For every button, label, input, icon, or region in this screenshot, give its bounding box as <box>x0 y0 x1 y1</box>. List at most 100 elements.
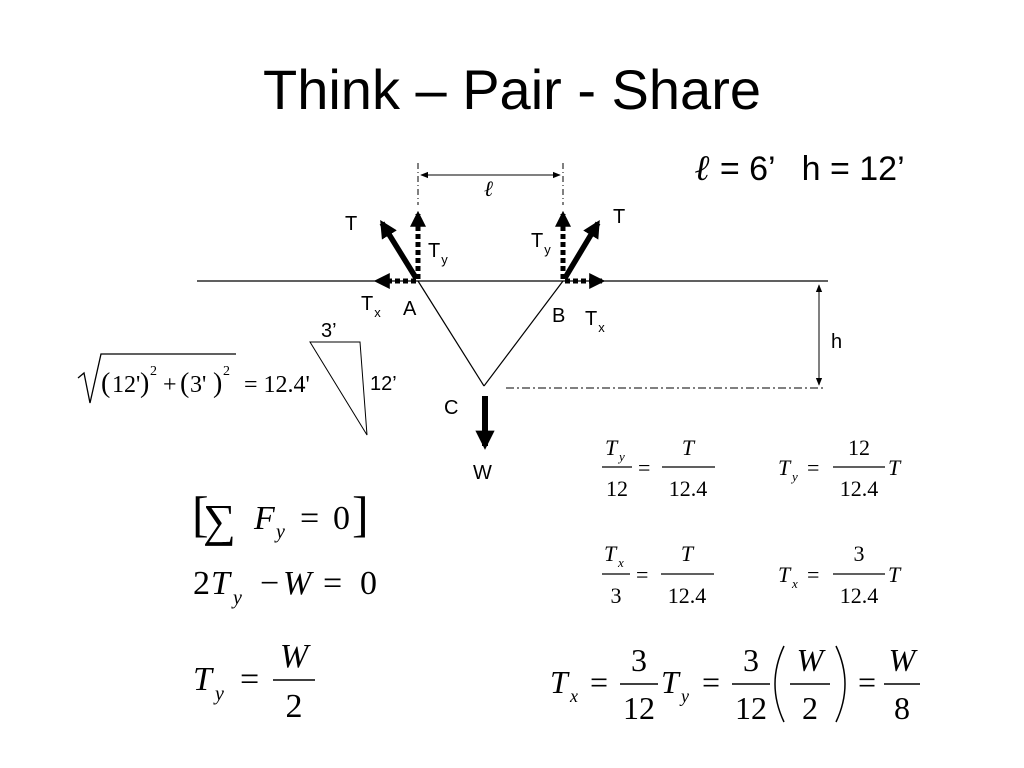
label-T-left: T <box>345 213 357 235</box>
svg-text:(: ( <box>101 368 110 399</box>
svg-text:=: = <box>807 562 819 587</box>
final-left-paren <box>774 645 785 723</box>
ell-symbol: ℓ <box>695 147 711 189</box>
ty-prop-den-r: 12.4 <box>669 476 708 501</box>
hypotenuse-equation: ( 12' ) 2 + ( 3' ) 2 = 12.4' <box>77 353 310 404</box>
svg-text:=: = <box>240 661 259 698</box>
final-inner-num: W <box>797 642 827 678</box>
tx-prop-num-T: T <box>681 541 695 566</box>
label-Tx-right: Tx <box>585 308 605 335</box>
ty-prop-den: 12 <box>606 476 628 501</box>
svg-text:=: = <box>638 455 650 480</box>
svg-text:−: − <box>260 565 279 602</box>
ty-solved-num: 12 <box>848 435 870 460</box>
svg-text:=: = <box>323 565 342 602</box>
final-res-num: W <box>889 642 919 678</box>
eq3-T: T <box>193 661 214 698</box>
tx-solved-sub: x <box>791 576 798 591</box>
label-T-right: T <box>613 206 625 228</box>
svg-text:[: [ <box>192 486 209 542</box>
svg-text:]: ] <box>352 486 369 542</box>
cable-AC <box>417 280 485 387</box>
final-frac1-den: 12 <box>623 690 655 726</box>
ty-solved-equation: T y = 12 12.4 T <box>778 435 902 501</box>
final-Ty: T <box>661 664 681 700</box>
weight-label: W <box>473 462 492 484</box>
tx-prop-den-r: 12.4 <box>668 583 707 608</box>
eq3-sub: y <box>213 683 224 705</box>
ty-prop-sub: y <box>617 449 625 464</box>
point-A-label: A <box>403 298 417 320</box>
svg-text:=: = <box>300 500 319 537</box>
triangle-long-side-label: 12’ <box>370 373 397 395</box>
svg-text:2: 2 <box>150 364 157 379</box>
sum-F: F <box>253 500 276 537</box>
ty-prop-num-T: T <box>682 435 696 460</box>
svg-text:=: = <box>590 664 608 700</box>
svg-text:=: = <box>858 664 876 700</box>
sum-zero: 0 <box>333 500 350 537</box>
tx-solved-num: 3 <box>854 541 865 566</box>
tx-solved-T: T <box>778 562 792 587</box>
final-inner-den: 2 <box>802 690 818 726</box>
point-C-label: C <box>444 397 458 419</box>
svg-text:(: ( <box>180 368 189 399</box>
equilibrium-equation: 2 T y − W = 0 <box>193 565 377 609</box>
hyp-b: 3' <box>190 372 206 398</box>
tension-arrow-left <box>379 220 419 280</box>
eq3-num: W <box>280 638 311 675</box>
svg-text:=: = <box>702 664 720 700</box>
slide-title: Think – Pair - Share <box>263 58 761 121</box>
svg-text:): ) <box>213 368 222 399</box>
ty-result-equation: T y = W 2 <box>193 638 315 725</box>
sum-sub: y <box>274 521 285 543</box>
tension-arrow-right <box>562 219 601 280</box>
eq3-den: 2 <box>286 688 303 725</box>
ty-prop-T: T <box>605 435 619 460</box>
eq2-W: W <box>283 565 314 602</box>
ell-dimension-label: ℓ <box>484 176 493 202</box>
ty-solved-T: T <box>778 455 792 480</box>
eq2-sub: y <box>231 587 242 609</box>
tx-solved-trail-T: T <box>888 562 902 587</box>
eq2-zero: 0 <box>360 565 377 602</box>
ty-proportion-equation: T y 12 = T 12.4 <box>602 435 715 501</box>
final-res-den: 8 <box>894 690 910 726</box>
ty-solved-trail-T: T <box>888 455 902 480</box>
point-B-label: B <box>552 305 565 327</box>
svg-text:+: + <box>163 372 177 398</box>
tx-proportion-equation: T x 3 = T 12.4 <box>602 541 714 608</box>
h-value: h = 12’ <box>801 150 905 188</box>
final-equation: T x = 3 12 T y = 3 12 W 2 = W 8 <box>550 642 920 726</box>
svg-text:): ) <box>140 368 149 399</box>
svg-text:∑: ∑ <box>203 495 236 546</box>
tx-prop-sub: x <box>617 555 624 570</box>
svg-text:=: = <box>636 562 648 587</box>
tx-prop-den: 3 <box>611 583 622 608</box>
final-T: T <box>550 664 570 700</box>
triangle-short-side-label: 3’ <box>321 320 337 342</box>
ell-value: = 6’ <box>719 150 776 188</box>
sqrt-radical <box>77 353 236 404</box>
ty-solved-den: 12.4 <box>840 476 879 501</box>
hyp-result: = 12.4' <box>244 372 310 398</box>
hyp-a: 12' <box>112 372 140 398</box>
h-dimension-label: h <box>831 331 842 353</box>
tx-solved-equation: T x = 3 12.4 T <box>778 541 902 608</box>
tx-prop-T: T <box>604 541 618 566</box>
sum-forces-equation: [ ∑ F y = 0 ] <box>192 486 369 546</box>
ty-solved-sub: y <box>790 469 798 484</box>
eq2-coef: 2 <box>193 565 210 602</box>
final-Ty-sub: y <box>679 686 689 706</box>
given-values: ℓ = 6’ h = 12’ <box>695 150 905 186</box>
svg-text:2: 2 <box>223 364 230 379</box>
svg-text:=: = <box>807 455 819 480</box>
slope-triangle <box>309 341 368 436</box>
label-Tx-left: Tx <box>361 293 381 320</box>
final-frac1-num: 3 <box>631 642 647 678</box>
cable-BC <box>483 280 564 387</box>
final-frac2-den: 12 <box>735 690 767 726</box>
final-right-paren <box>835 645 846 723</box>
